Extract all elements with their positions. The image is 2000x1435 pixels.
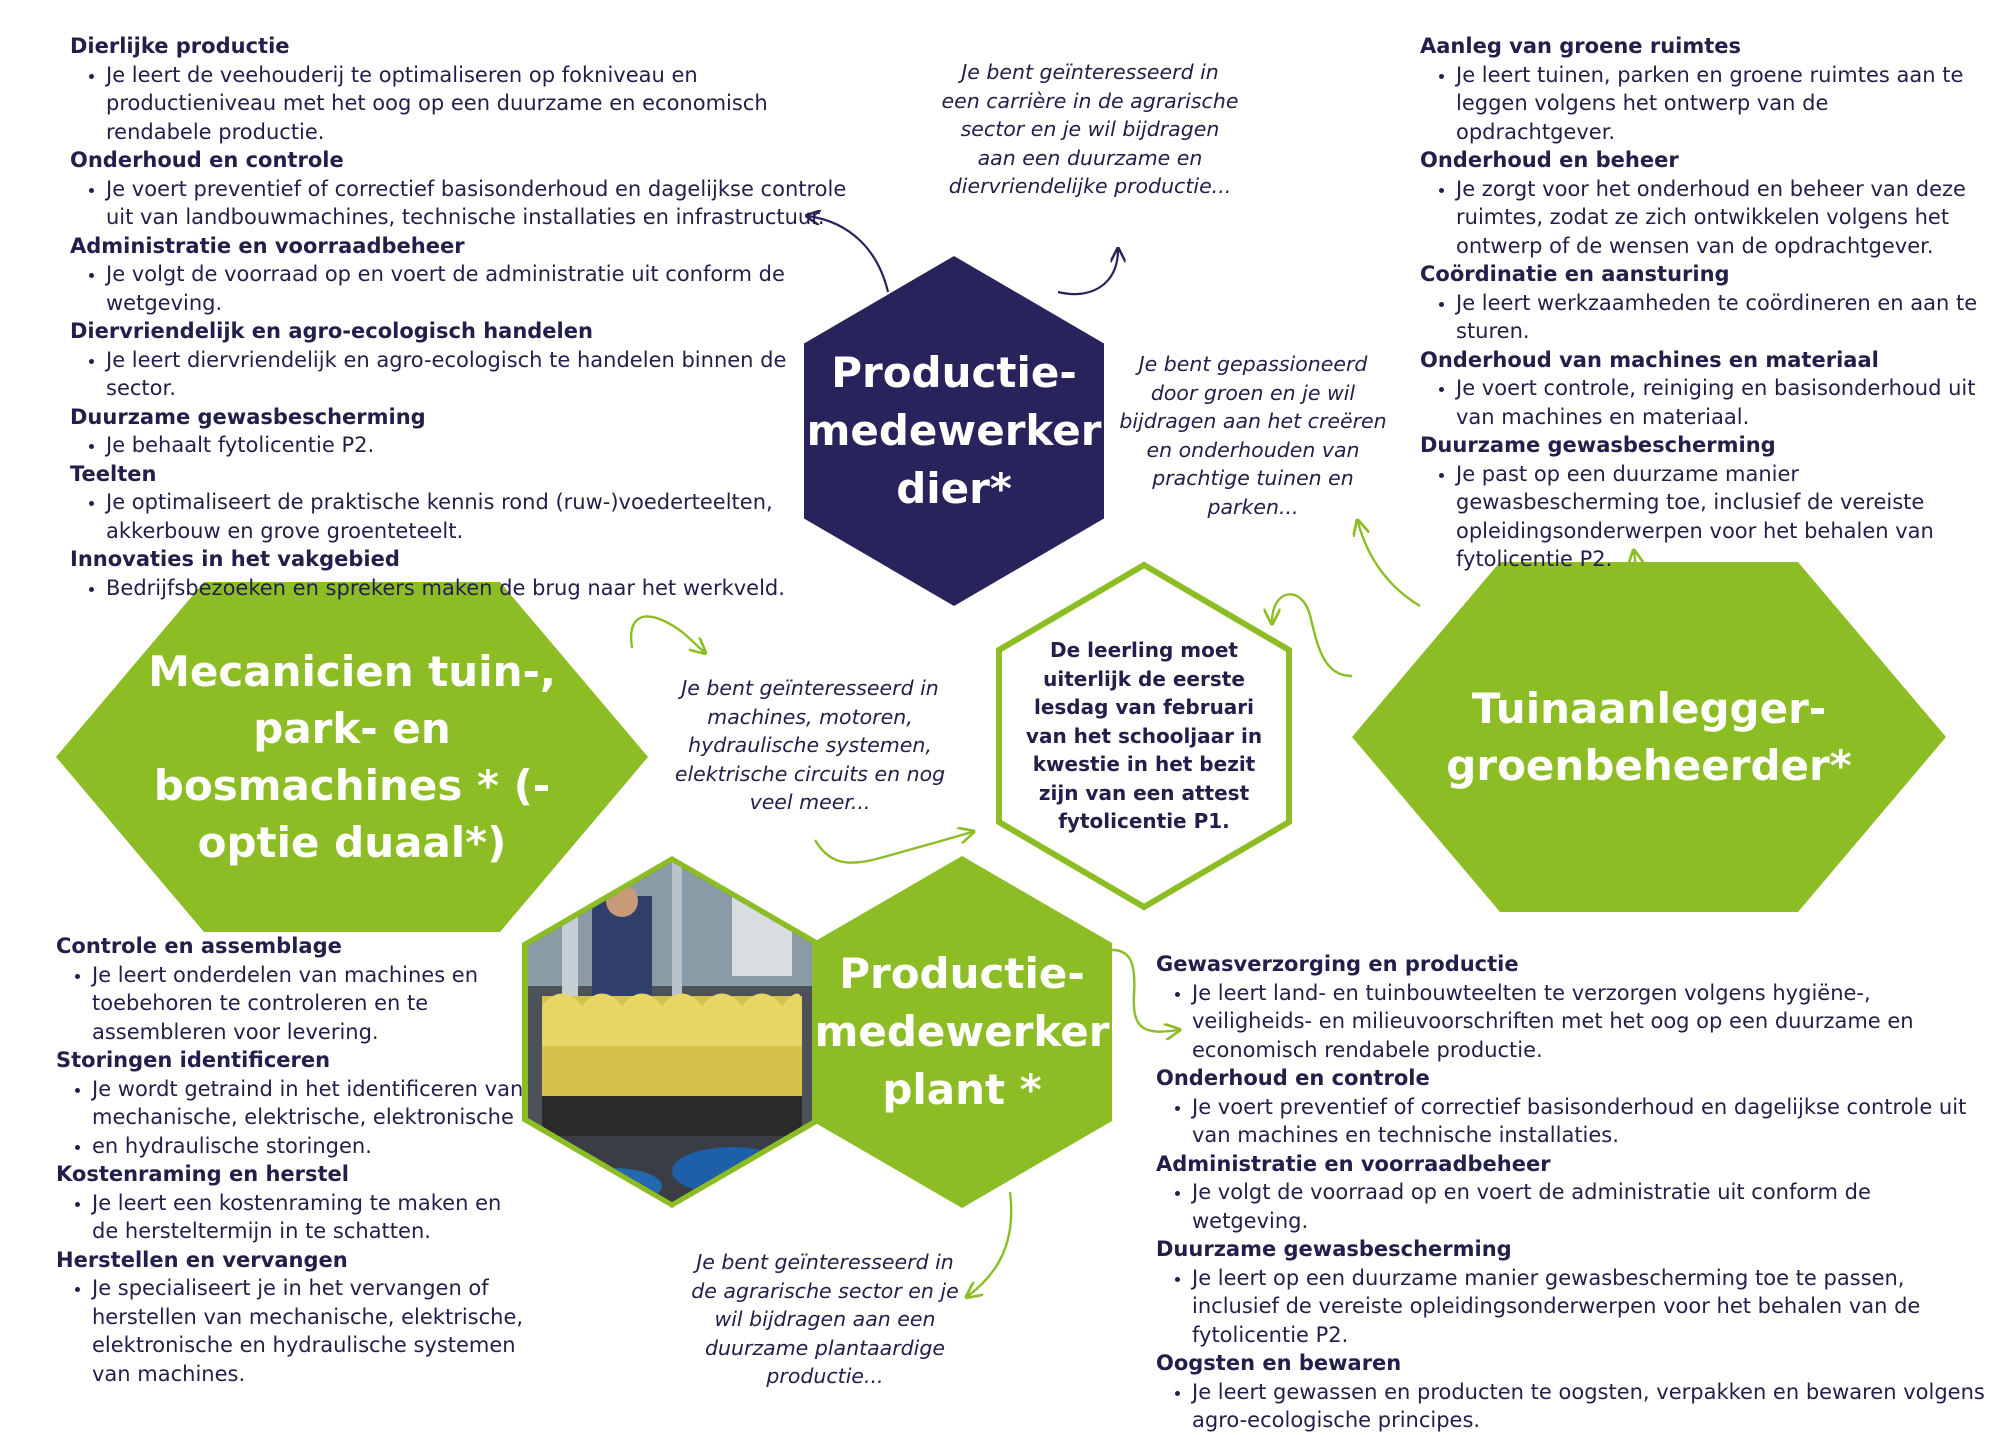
section-title: Onderhoud van machines en materiaal [1420, 347, 1879, 372]
section: Controle en assemblage Je leert onderdele… [56, 932, 526, 1046]
section-title: Duurzame gewasbescherming [1156, 1237, 1512, 1261]
arrow-tuin-to-quote [1358, 522, 1421, 608]
quote-dier: Je bent geïnteresseerd in een carrière i… [941, 60, 1239, 198]
section: Duurzame gewasbescherming Je past op een … [1420, 431, 1980, 574]
list-item: Je volgt de voorraad op en voert de admi… [1192, 1178, 1986, 1235]
list-item: Je leert gewassen en producten te oogste… [1192, 1378, 1986, 1435]
section: Kostenraming en herstel Je leert een kost… [56, 1160, 526, 1246]
quote-plant: Je bent geïnteresseerd in de agrarische … [691, 1250, 959, 1388]
section: Onderhoud van machines en materiaalJe vo… [1420, 346, 1980, 432]
section-title: Teelten [70, 461, 157, 486]
quote-mech: Je bent geïnteresseerd in machines, moto… [674, 676, 946, 814]
section: Dierlijke productie Je leert de veehouder… [70, 32, 860, 146]
list-item: Je leert land- en tuinbouwteelten te ver… [1192, 979, 1986, 1065]
section: Diervriendelijk en agro-ecologisch hande… [70, 317, 860, 403]
section: Aanleg van groene ruimtes Je leert tuinen… [1420, 32, 1980, 146]
section-title: Kostenraming en herstel [56, 1162, 349, 1186]
greenhouse-photo [528, 862, 816, 1202]
list-item: Je leert onderdelen van machines en toeb… [92, 961, 526, 1047]
list-item: Je voert preventief of correctief basiso… [1192, 1093, 1986, 1150]
section-title: Gewasverzorging en productie [1156, 952, 1519, 976]
list-item: Je leert werkzaamheden te coördineren en… [1456, 289, 1980, 346]
section: Administratie en voorraadbeheerJe volgt … [1156, 1150, 1986, 1236]
list-item: en hydraulische storingen. [92, 1132, 526, 1161]
section-title: Innovaties in het vakgebied [70, 547, 400, 571]
section: Onderhoud en controle Je voert preventief… [70, 146, 860, 232]
section: Storingen identificeren Je wordt getraind… [56, 1046, 526, 1160]
section-title: Aanleg van groene ruimtes [1420, 34, 1742, 58]
section-title: Dierlijke productie [70, 34, 290, 58]
list-item: Je leert een kostenraming te maken en de… [92, 1189, 526, 1246]
list-item: Je optimaliseert de praktische kennis ro… [106, 488, 860, 545]
hexagon-productie-dier: Productie- medewerker dier* [804, 256, 1104, 606]
hexagon-mecanicien: Mecanicien tuin-, park- en bosmachines *… [56, 582, 648, 932]
section-list-dier: Dierlijke productie Je leert de veehouder… [70, 32, 860, 602]
arrow-plant-to-list [1111, 948, 1178, 1032]
list-item: Je zorgt voor het onderhoud en beheer va… [1456, 175, 1980, 261]
section: TeeltenJe optimaliseert de praktische ke… [70, 460, 860, 546]
hexagon-label: Tuinaanlegger- groenbeheerder* [1446, 684, 1852, 790]
list-item: Je leert diervriendelijk en agro-ecologi… [106, 346, 860, 403]
section: Oogsten en bewaren Je leert gewassen en p… [1156, 1349, 1986, 1435]
arrow-dier-to-left [808, 216, 890, 293]
section-title: Duurzame gewasbescherming [70, 404, 426, 429]
section-title: Diervriendelijk en agro-ecologisch hande… [70, 319, 593, 343]
section-title: Storingen identificeren [56, 1048, 331, 1072]
section: Onderhoud en controle Je voert preventief… [1156, 1064, 1986, 1150]
section: Coördinatie en aansturing Je leert werkza… [1420, 260, 1980, 346]
list-item: Je wordt getraind in het identificeren v… [92, 1075, 526, 1132]
list-item: Je voert preventief of correctief basiso… [106, 175, 860, 232]
section-title: Duurzame gewasbescherming [1420, 433, 1776, 457]
list-item: Je past op een duurzame manier gewasbesc… [1456, 460, 1980, 574]
hexagon-tuinaanlegger: Tuinaanlegger- groenbeheerder* [1352, 562, 1946, 912]
section: Duurzame gewasbescherming Je leert op een… [1156, 1235, 1986, 1349]
list-item: Je volgt de voorraad op en voert de admi… [106, 260, 860, 317]
section-list-plant: Gewasverzorging en productie Je leert lan… [1156, 950, 1986, 1435]
arrow-tuin-to-fyto [1272, 593, 1353, 678]
section-list-tuin: Aanleg van groene ruimtes Je leert tuinen… [1420, 32, 1980, 574]
section-list-mech: Controle en assemblage Je leert onderdele… [56, 932, 526, 1388]
section-title: Coördinatie en aansturing [1420, 262, 1730, 286]
hexagon-label: Productie- medewerker plant * [814, 949, 1110, 1114]
arrow-plant-to-quote [968, 1191, 1013, 1296]
section-title: Onderhoud en controle [70, 148, 344, 172]
section: Innovaties in het vakgebiedBedrijfsbezoe… [70, 545, 860, 602]
list-item: Je behaalt fytolicentie P2. [106, 431, 860, 460]
section: Duurzame gewasbeschermingJe behaalt fyto… [70, 403, 860, 460]
arrow-mech-to-quote [629, 615, 704, 652]
section-title: Onderhoud en controle [1156, 1066, 1430, 1090]
hexagon-label: Mecanicien tuin-, park- en bosmachines *… [148, 647, 556, 867]
section: Herstellen en vervangenJe specialiseert … [56, 1246, 526, 1389]
hexagon-productie-plant: Productie- medewerker plant * [812, 856, 1112, 1208]
list-item: Je voert controle, reiniging en basisond… [1456, 374, 1980, 431]
section-title: Administratie en voorraadbeheer [1156, 1151, 1551, 1176]
list-item: Je leert tuinen, parken en groene ruimte… [1456, 61, 1980, 147]
arrow-quote-to-plant [813, 832, 972, 864]
section-title: Administratie en voorraadbeheer [70, 233, 465, 258]
section-title: Onderhoud en beheer [1420, 148, 1679, 172]
hexagon-label: Productie- medewerker dier* [806, 348, 1102, 513]
section: Gewasverzorging en productie Je leert lan… [1156, 950, 1986, 1064]
list-item: Je leert op een duurzame manier gewasbes… [1192, 1264, 1986, 1350]
hexagon-fytolicentie: De leerling moet uiterlijk de eerste les… [996, 561, 1292, 911]
fyto-note: De leerling moet uiterlijk de eerste les… [1025, 638, 1263, 834]
section-title: Controle en assemblage [56, 934, 342, 958]
quote-tuin: Je bent gepassioneerd door groen en je w… [1119, 352, 1387, 519]
list-item: Je leert de veehouderij te optimaliseren… [106, 61, 860, 147]
hexagon-photo [522, 856, 822, 1208]
section-title: Oogsten en bewaren [1156, 1351, 1402, 1375]
section: Administratie en voorraadbeheerJe volgt … [70, 232, 860, 318]
list-item: Bedrijfsbezoeken en sprekers maken de br… [106, 574, 860, 603]
list-item: Je specialiseert je in het vervangen of … [92, 1274, 526, 1388]
section: Onderhoud en beheer Je zorgt voor het ond… [1420, 146, 1980, 260]
section-title: Herstellen en vervangen [56, 1247, 348, 1272]
arrow-dier-to-quote [1057, 250, 1118, 296]
